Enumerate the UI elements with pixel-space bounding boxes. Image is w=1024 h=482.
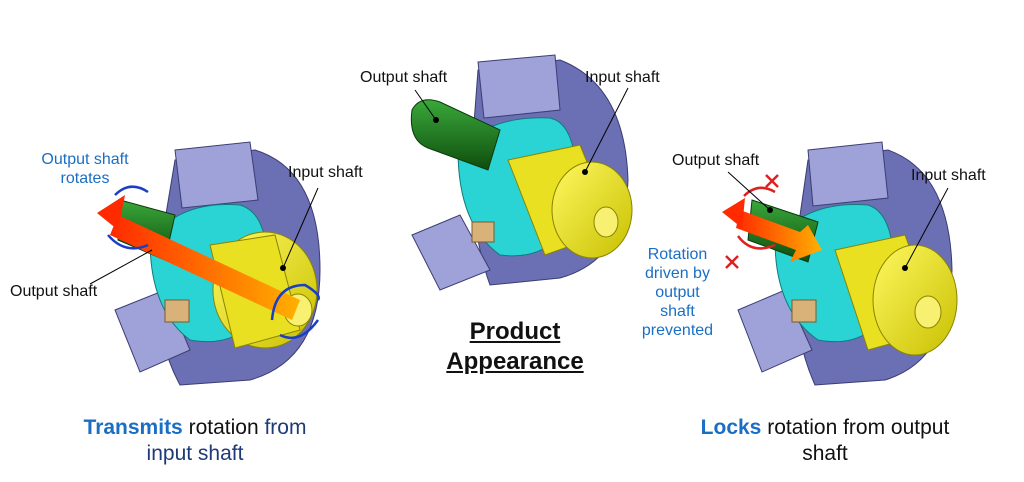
right-output-leader (727, 171, 771, 211)
center-output-shaft (410, 99, 501, 171)
center-input-leader-dot (582, 169, 588, 175)
left-output-shaft-label: Output shaft (10, 283, 98, 300)
right-rotation-arrow-1 (743, 186, 776, 197)
right-note-line3: output (655, 284, 700, 301)
center-output-shaft-label: Output shaft (360, 69, 448, 86)
right-note-line2: driven by (645, 265, 710, 282)
left-caption-bold: Transmits (83, 416, 183, 439)
right-blocked-arrow (736, 210, 822, 262)
right-rotation-arrow-2 (736, 235, 776, 250)
right-note-line4: shaft (660, 303, 695, 320)
left-output-rotates-line2: rotates (60, 170, 110, 187)
center-input-bore (593, 206, 619, 238)
left-output-leader (89, 249, 153, 285)
right-input-shaft (872, 244, 958, 356)
right-clutch-assembly (722, 141, 958, 386)
right-cross-icon-bottom (725, 255, 739, 269)
center-input-shaft (551, 161, 633, 259)
right-caption: Locks rotation from output shaft (680, 415, 970, 467)
right-prevented-note: Rotation driven by output shaft prevente… (630, 245, 725, 340)
left-input-shaft-label: Input shaft (288, 164, 363, 181)
center-clutch-assembly (410, 54, 633, 291)
right-output-leader-dot (767, 207, 773, 213)
right-spring (791, 299, 817, 323)
center-base-plate (411, 214, 491, 291)
left-input-leader-dot (280, 265, 286, 271)
left-rotation-arrow-output-2 (107, 234, 149, 250)
left-input-leader (282, 187, 319, 269)
left-clutch-assembly (89, 141, 321, 386)
left-caption-line2: input shaft (146, 442, 244, 465)
center-output-leader-dot (433, 117, 439, 123)
left-output-rotates-line1: Output shaft (41, 151, 129, 168)
right-input-shaft-label: Input shaft (911, 167, 986, 184)
right-housing-top (807, 141, 889, 207)
right-arrow-head (722, 198, 745, 228)
left-caption-from: from (264, 416, 307, 439)
left-rotation-arrow-output (114, 185, 149, 196)
left-caption: Transmits rotation from input shaft (60, 415, 330, 467)
right-caption-line2: shaft (802, 442, 848, 465)
right-input-leader (904, 187, 949, 269)
center-output-leader (414, 89, 437, 121)
left-spring (164, 299, 190, 323)
right-input-leader-dot (902, 265, 908, 271)
right-input-bore (914, 295, 942, 329)
right-caption-line1: Locks rotation from output (680, 415, 970, 441)
right-cross-icon-top (765, 174, 779, 188)
left-transmit-arrow (110, 215, 300, 320)
left-caption-line1: Transmits rotation from (60, 415, 330, 441)
title-line2: Appearance (446, 348, 584, 375)
left-rotation-arrow-input (270, 283, 320, 321)
left-rotation-arrow-input-2 (279, 319, 320, 340)
center-input-shaft-label: Input shaft (585, 69, 660, 86)
right-note-line1: Rotation (647, 246, 708, 263)
left-caption-mid: rotation (182, 416, 265, 439)
center-spring (471, 221, 495, 243)
left-arrow-head (97, 195, 125, 230)
product-appearance-title: Product Appearance (415, 317, 615, 377)
right-output-shaft-label: Output shaft (672, 152, 760, 169)
left-housing-top (174, 141, 259, 209)
center-input-leader (584, 87, 629, 173)
right-note-line5: prevented (641, 322, 714, 339)
right-caption-bold: Locks (700, 416, 762, 439)
title-line1: Product (469, 318, 561, 345)
right-caption-rest: rotation from output (761, 416, 950, 439)
center-housing-top (477, 54, 561, 119)
left-output-rotates-label: Output shaft rotates (30, 150, 140, 188)
